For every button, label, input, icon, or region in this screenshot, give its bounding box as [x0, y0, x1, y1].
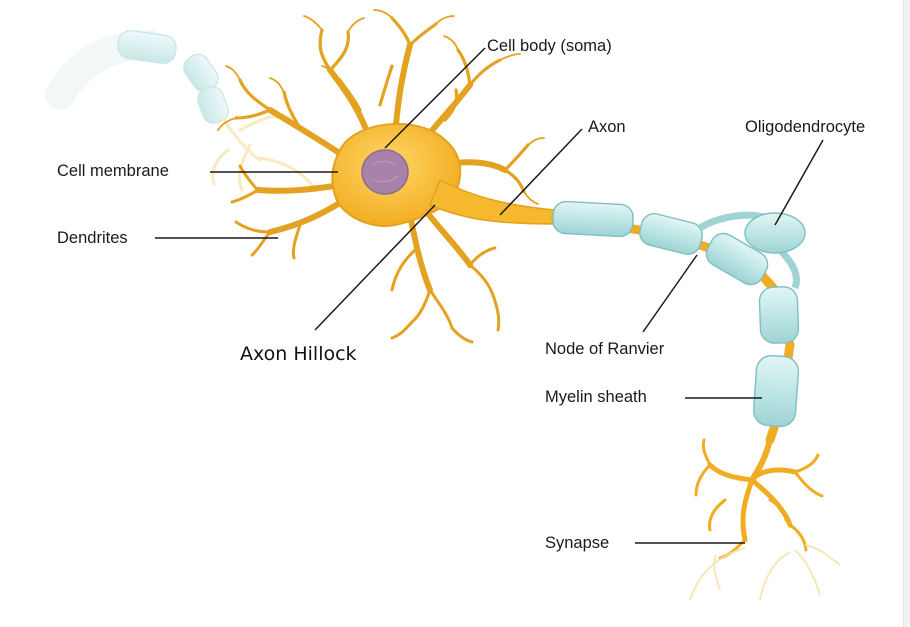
label-axon-hillock: Axon Hillock — [240, 345, 357, 364]
label-cell-membrane: Cell membrane — [57, 163, 169, 180]
label-oligodendrocyte: Oligodendrocyte — [745, 119, 865, 136]
leader-node-of-ranvier — [643, 255, 697, 332]
axon-terminals — [696, 440, 822, 558]
label-synapse: Synapse — [545, 535, 609, 552]
label-cell-body: Cell body (soma) — [487, 38, 612, 55]
label-axon: Axon — [588, 119, 626, 136]
label-node-of-ranvier: Node of Ranvier — [545, 341, 664, 358]
axon-hillock-shape — [430, 180, 555, 224]
nucleus — [362, 150, 408, 194]
faded-downstream-dendrites — [690, 545, 840, 600]
label-myelin-sheath: Myelin sheath — [545, 389, 647, 406]
label-dendrites: Dendrites — [57, 230, 128, 247]
leader-oligodendrocyte — [775, 140, 823, 225]
